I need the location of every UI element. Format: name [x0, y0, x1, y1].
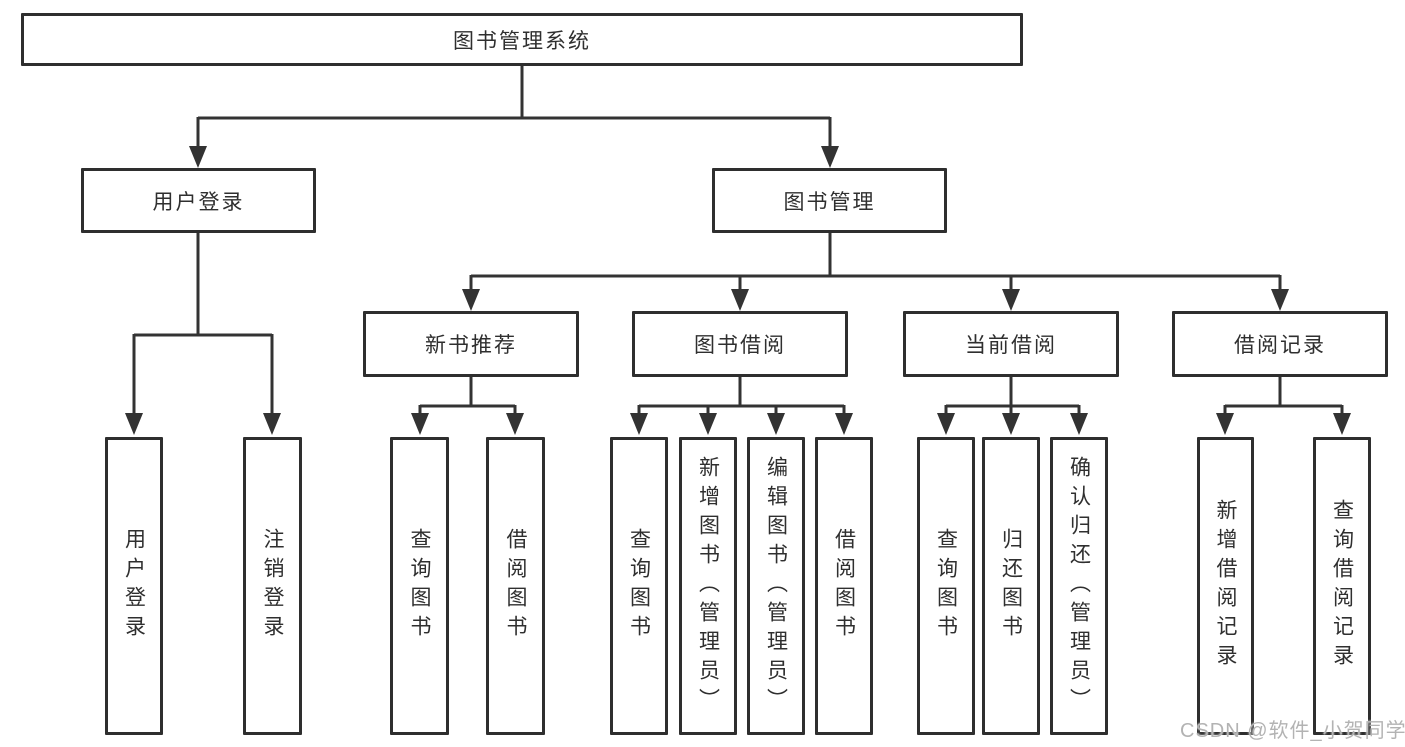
csdn-watermark: CSDN @软件_小贺同学: [1180, 720, 1405, 742]
node-book-management-label: 图书管理: [783, 190, 876, 214]
node-borrowing-records-label: 借阅记录: [1234, 334, 1326, 357]
node-current-borrowing-label: 当前借阅: [965, 334, 1057, 357]
leaf-borrowing-query-books: 查询图书: [610, 437, 668, 735]
leaf-confirm-return-admin-label: 确认归还（管理员）: [1067, 455, 1091, 717]
leaf-add-books-admin-label: 新增图书（管理员）: [696, 455, 720, 717]
leaf-add-borrow-record-label: 新增借阅记录: [1214, 499, 1237, 673]
leaf-recommend-borrow-books-label: 借阅图书: [504, 528, 527, 644]
node-book-borrowing: 图书借阅: [632, 311, 848, 377]
leaf-recommend-query-books-label: 查询图书: [408, 528, 431, 644]
leaf-confirm-return-admin: 确认归还（管理员）: [1050, 437, 1108, 735]
leaf-current-query-books-label: 查询图书: [934, 528, 958, 644]
leaf-edit-books-admin: 编辑图书（管理员）: [747, 437, 805, 735]
node-root-system: 图书管理系统: [21, 13, 1023, 66]
leaf-user-login: 用户登录: [105, 437, 163, 735]
node-user-login-label: 用户登录: [152, 190, 245, 214]
node-root-label: 图书管理系统: [453, 29, 591, 53]
arrowheads: [125, 146, 1351, 435]
node-current-borrowing: 当前借阅: [903, 311, 1119, 377]
leaf-logout-label: 注销登录: [261, 528, 284, 644]
node-book-management-module: 图书管理: [712, 168, 947, 233]
leaf-current-query-books: 查询图书: [917, 437, 975, 735]
node-book-borrowing-label: 图书借阅: [694, 334, 786, 357]
leaf-borrowing-query-books-label: 查询图书: [627, 528, 651, 644]
leaf-query-borrow-record-label: 查询借阅记录: [1330, 499, 1354, 673]
leaf-recommend-borrow-books: 借阅图书: [486, 437, 545, 735]
node-user-login-module: 用户登录: [81, 168, 316, 233]
leaf-borrow-books: 借阅图书: [815, 437, 873, 735]
node-borrowing-records: 借阅记录: [1172, 311, 1388, 377]
node-new-book-recommend-label: 新书推荐: [425, 334, 517, 357]
leaf-logout: 注销登录: [243, 437, 302, 735]
leaf-recommend-query-books: 查询图书: [390, 437, 449, 735]
leaf-borrow-books-label: 借阅图书: [832, 528, 856, 644]
node-new-book-recommend: 新书推荐: [363, 311, 579, 377]
leaf-edit-books-admin-label: 编辑图书（管理员）: [764, 455, 788, 717]
leaf-user-login-label: 用户登录: [122, 528, 146, 644]
leaf-return-books-label: 归还图书: [999, 528, 1023, 644]
leaf-add-books-admin: 新增图书（管理员）: [679, 437, 737, 735]
leaf-add-borrow-record: 新增借阅记录: [1197, 437, 1254, 735]
leaf-query-borrow-record: 查询借阅记录: [1313, 437, 1371, 735]
leaf-return-books: 归还图书: [982, 437, 1040, 735]
